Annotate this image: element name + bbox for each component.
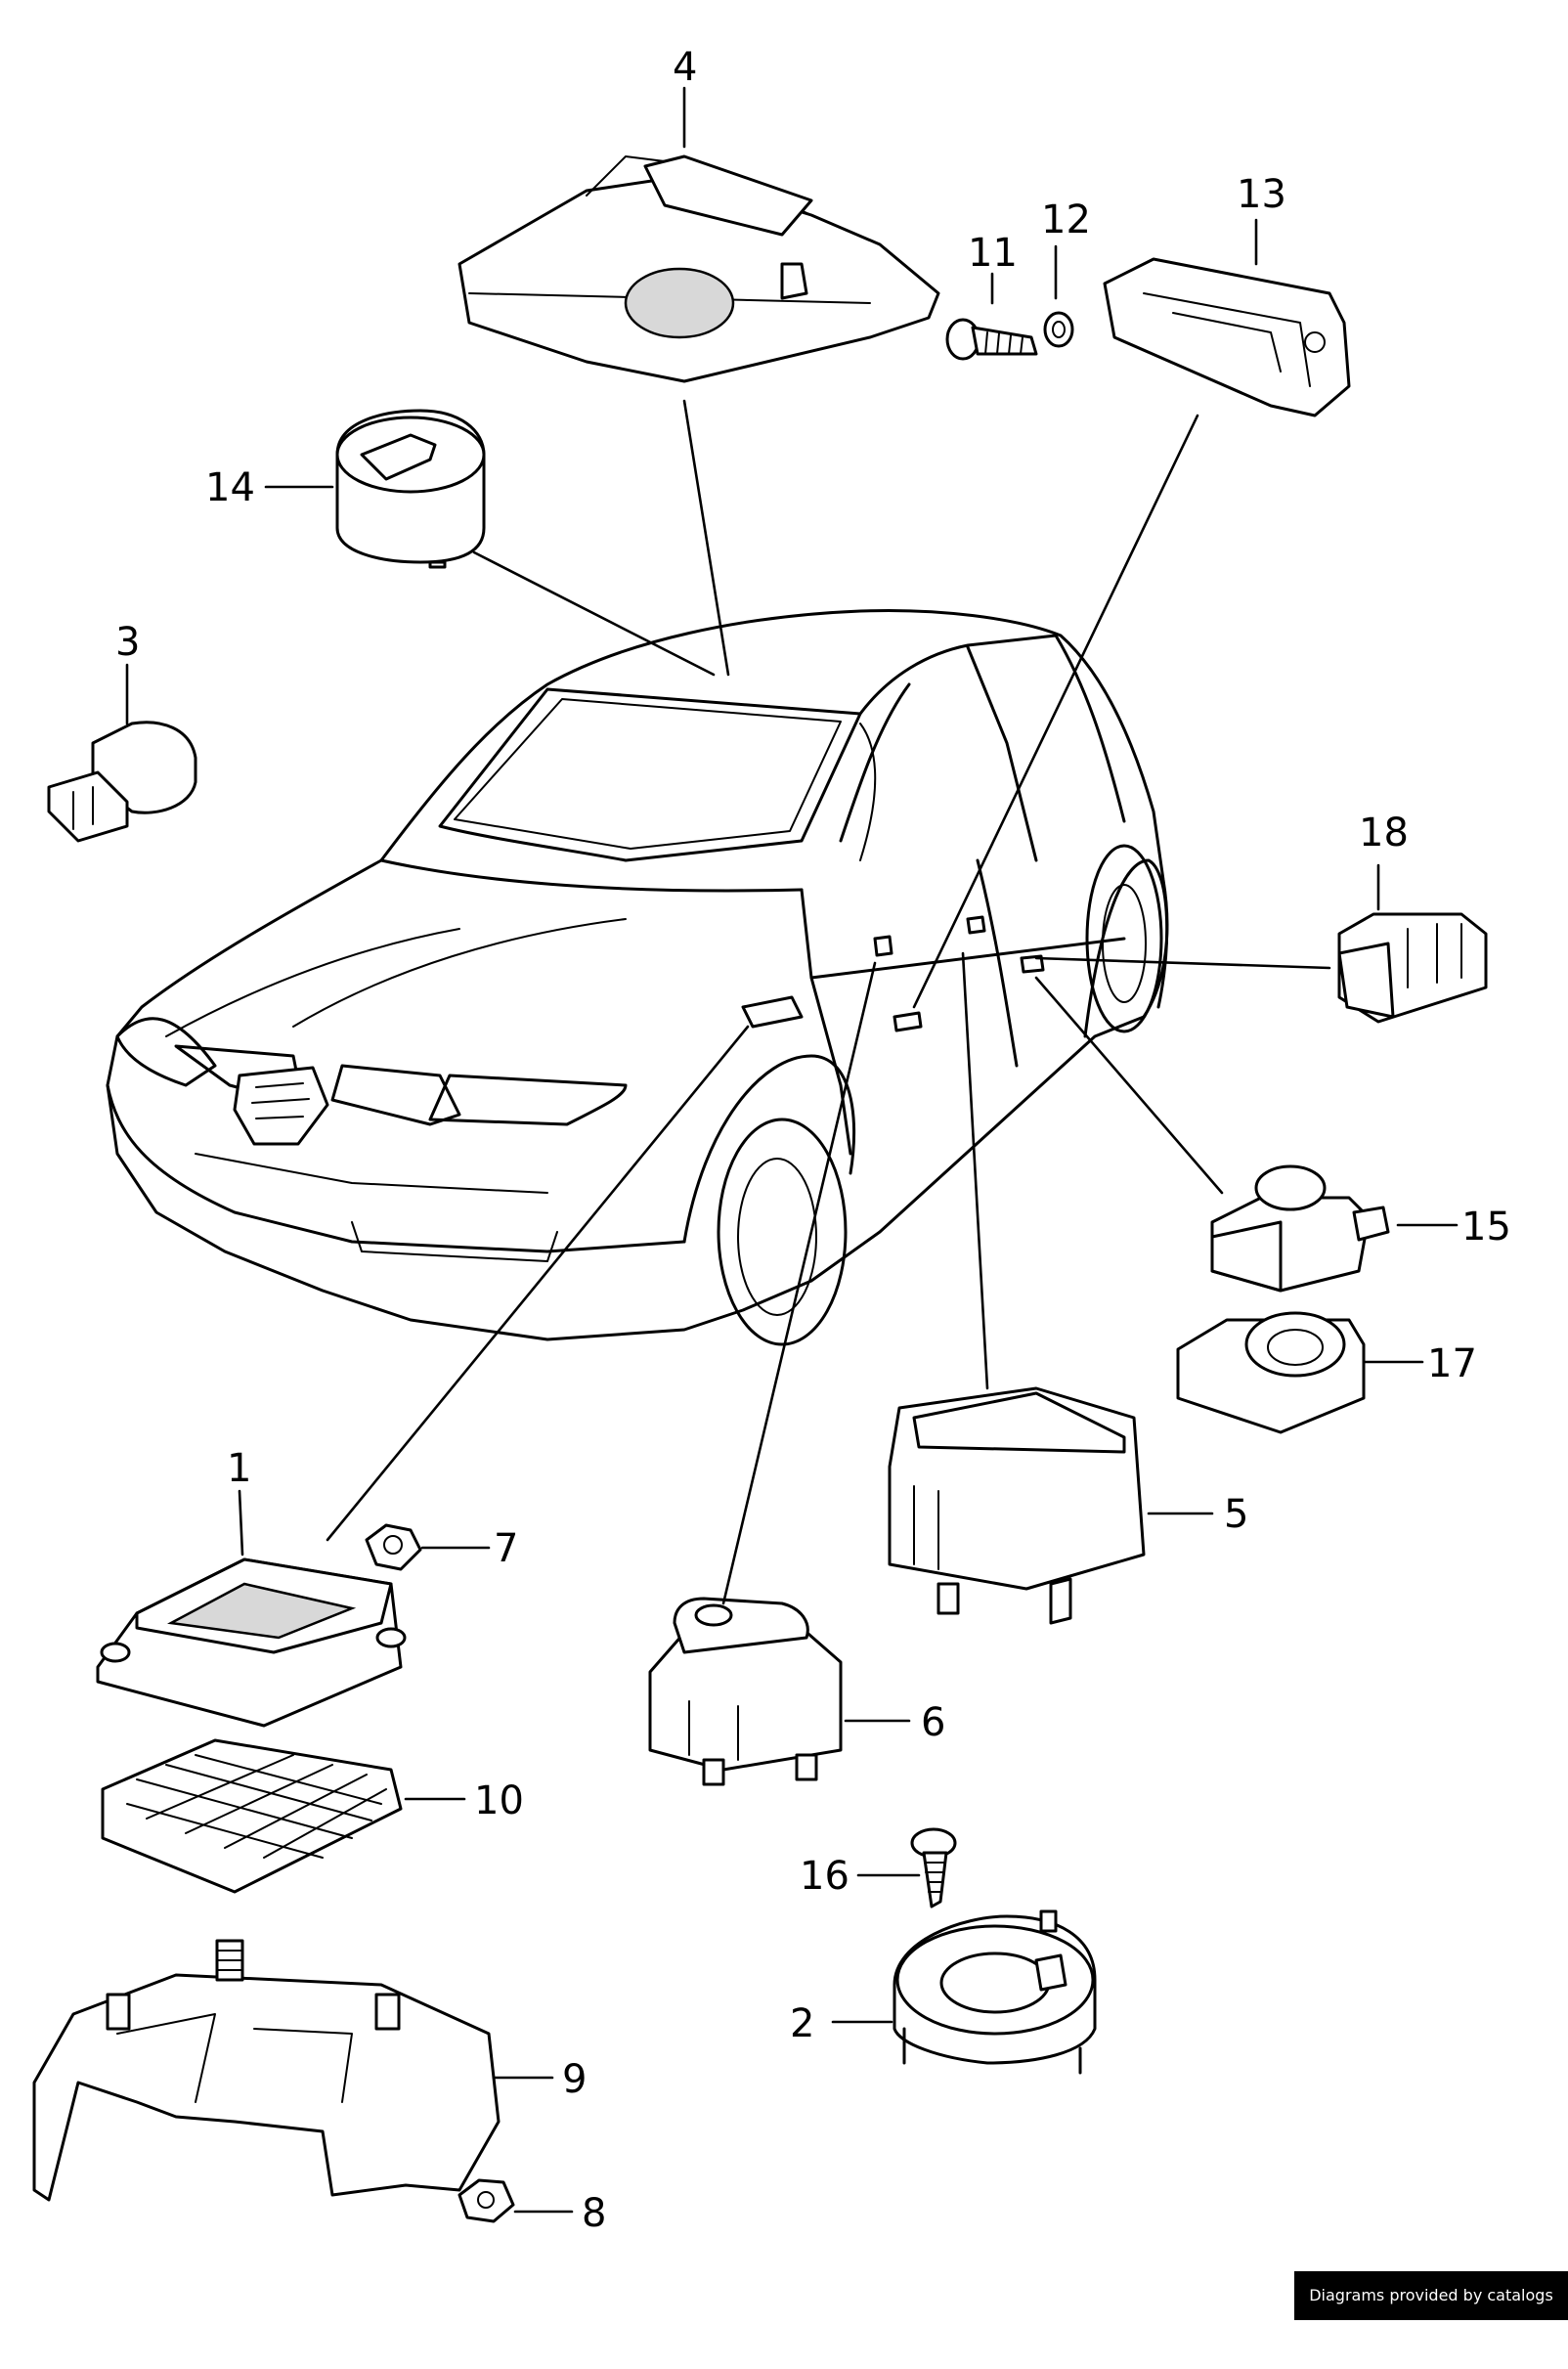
part-11-bolt (945, 318, 1038, 361)
car-illustration (106, 608, 1169, 1346)
part-4-sunroof-motor (457, 154, 940, 383)
callout-2: 2 (790, 2001, 814, 2046)
part-17-bezel (1176, 1311, 1366, 1434)
callout-7: 7 (494, 1526, 518, 1571)
callout-14: 14 (205, 465, 255, 510)
credit-banner: Diagrams provided by catalogs parts (1294, 2271, 1568, 2353)
part-15-mirror-switch (1210, 1164, 1390, 1293)
part-7-nut (365, 1523, 422, 1571)
callout-18: 18 (1359, 811, 1409, 855)
part-10-mesh-pad (101, 1738, 403, 1894)
callout-1: 1 (227, 1446, 251, 1491)
callout-labels: 4 11 12 13 14 3 18 15 17 5 1 7 6 10 16 2… (115, 45, 1511, 2236)
callout-11: 11 (968, 231, 1018, 276)
part-16-screw (910, 1827, 957, 1908)
callout-16: 16 (800, 1854, 849, 1899)
callout-10: 10 (474, 1778, 524, 1823)
callout-8: 8 (582, 2191, 606, 2236)
part-3-pressure-switch (47, 721, 197, 843)
part-1-control-unit (96, 1557, 407, 1728)
part-9-mounting-bracket (32, 1939, 501, 2202)
part-5-relay (888, 1386, 1146, 1625)
callout-15: 15 (1461, 1205, 1511, 1250)
part-13-bracket (1103, 257, 1351, 417)
part-6-window-switch (648, 1597, 843, 1786)
callout-13: 13 (1237, 172, 1286, 217)
part-12-washer (1043, 311, 1074, 348)
part-2-clock-spring (893, 1909, 1097, 2075)
leader-lines (125, 86, 1459, 2214)
callout-3: 3 (115, 620, 140, 665)
callout-5: 5 (1224, 1492, 1248, 1537)
parts-diagram: 4 11 12 13 14 3 18 15 17 5 1 7 6 10 16 2… (32, 45, 1511, 2236)
part-18-connector-switch (1337, 912, 1488, 1024)
part-14-sensor (335, 409, 486, 569)
callout-9: 9 (562, 2057, 587, 2102)
callout-17: 17 (1427, 1341, 1477, 1386)
callout-6: 6 (921, 1700, 945, 1745)
callout-4: 4 (673, 45, 697, 90)
part-8-nut (457, 2178, 515, 2223)
callout-12: 12 (1041, 197, 1091, 242)
